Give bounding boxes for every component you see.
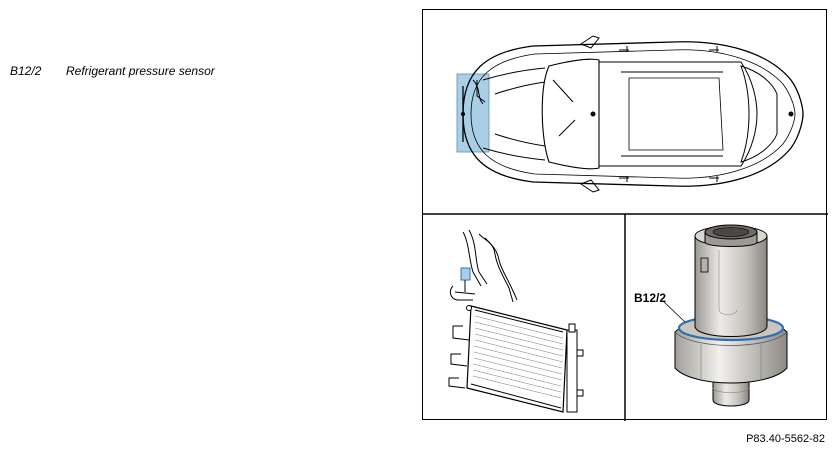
component-location-figure [422, 9, 828, 421]
sensor-callout-label: B12/2 [634, 291, 667, 305]
condenser-location-drawing [448, 229, 584, 413]
pressure-sensor-drawing [662, 224, 788, 407]
legend-item-b12-2: B12/2 Refrigerant pressure sensor [10, 64, 215, 78]
legend-description: Refrigerant pressure sensor [66, 64, 215, 78]
vehicle-top-view [456, 35, 804, 193]
legend-code: B12/2 [10, 64, 42, 78]
figure-reference-id: P83.40-5562-82 [746, 433, 825, 445]
figure-drawing [423, 35, 828, 421]
